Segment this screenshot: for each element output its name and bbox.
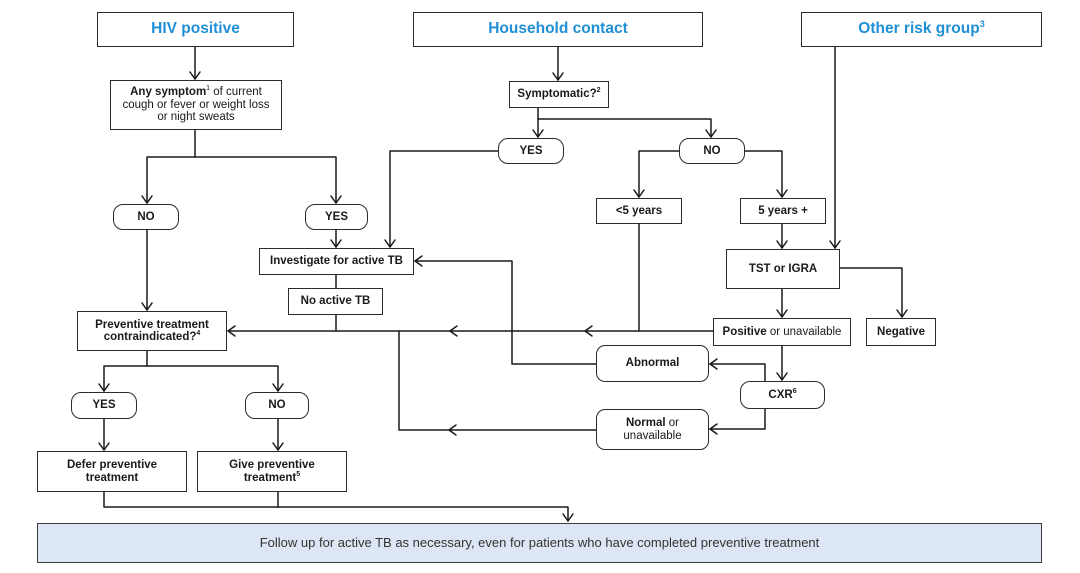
household-yes-to-investigate bbox=[389, 150, 499, 248]
other-risk-group-header: Other risk group3 bbox=[801, 12, 1042, 47]
any-symptom-box: Any symptom1 of current cough or fever o… bbox=[110, 80, 282, 130]
household-no-node: NO bbox=[679, 138, 745, 164]
arrowhead bbox=[552, 72, 564, 81]
arrowhead bbox=[776, 189, 788, 198]
arrowhead bbox=[272, 383, 284, 392]
arrowhead bbox=[272, 442, 284, 451]
arrowhead bbox=[709, 358, 718, 370]
to-followup bbox=[103, 491, 569, 522]
flow-chevron bbox=[448, 424, 457, 436]
contra-to-yes bbox=[103, 350, 148, 392]
arrowhead bbox=[414, 255, 423, 267]
household-contact-header: Household contact bbox=[413, 12, 703, 47]
negative-box: Negative bbox=[866, 318, 936, 346]
arrowhead bbox=[330, 239, 342, 248]
arrowhead bbox=[633, 189, 645, 198]
arrowhead bbox=[227, 325, 236, 337]
hiv-no-node: NO bbox=[113, 204, 179, 230]
abnormal-box: Abnormal bbox=[596, 345, 709, 382]
arrowhead bbox=[98, 442, 110, 451]
symptom-to-yes bbox=[194, 156, 337, 204]
over-5-years-box: 5 years + bbox=[740, 198, 826, 224]
contraindicated-no-node: NO bbox=[245, 392, 309, 419]
investigate-active-tb-box: Investigate for active TB bbox=[259, 248, 414, 275]
arrowhead bbox=[705, 129, 717, 138]
arrowhead bbox=[896, 309, 908, 318]
cxr-box: CXR6 bbox=[740, 381, 825, 409]
arrowhead bbox=[384, 239, 396, 248]
contra-to-no bbox=[146, 365, 279, 392]
arrowhead bbox=[709, 423, 718, 435]
arrowhead bbox=[776, 240, 788, 249]
household-yes-node: YES bbox=[498, 138, 564, 164]
symptomatic-box: Symptomatic?2 bbox=[509, 81, 609, 108]
flow-chevron bbox=[584, 325, 593, 337]
arrowhead bbox=[776, 309, 788, 318]
flow-chevron bbox=[449, 325, 458, 337]
abnormal-to-investigate bbox=[414, 260, 597, 365]
arrowhead bbox=[532, 129, 544, 138]
under-5-years-box: <5 years bbox=[596, 198, 682, 224]
symptomatic-to-no bbox=[537, 118, 712, 138]
arrowhead bbox=[141, 195, 153, 204]
arrowhead bbox=[98, 383, 110, 392]
tst-to-negative bbox=[839, 267, 903, 318]
positive-or-unavailable-box: Positive or unavailable bbox=[713, 318, 851, 346]
hiv-positive-header: HIV positive bbox=[97, 12, 294, 47]
tst-or-igra-box: TST or IGRA bbox=[726, 249, 840, 289]
normal-to-merge bbox=[398, 330, 597, 431]
arrowhead bbox=[189, 71, 201, 80]
no-to-under5 bbox=[638, 150, 680, 198]
no-to-over5 bbox=[744, 150, 783, 198]
symptom-to-no bbox=[146, 129, 196, 204]
arrowhead bbox=[776, 372, 788, 381]
arrowhead bbox=[330, 195, 342, 204]
hiv-yes-node: YES bbox=[305, 204, 368, 230]
follow-up-footer: Follow up for active TB as necessary, ev… bbox=[37, 523, 1042, 563]
cxr-to-abnormal bbox=[709, 363, 766, 382]
cxr-to-normal bbox=[709, 408, 766, 430]
arrowhead bbox=[141, 302, 153, 311]
arrowhead bbox=[829, 240, 841, 249]
no-active-tb-box: No active TB bbox=[288, 288, 383, 315]
arrowhead bbox=[562, 513, 574, 522]
contraindicated-yes-node: YES bbox=[71, 392, 137, 419]
